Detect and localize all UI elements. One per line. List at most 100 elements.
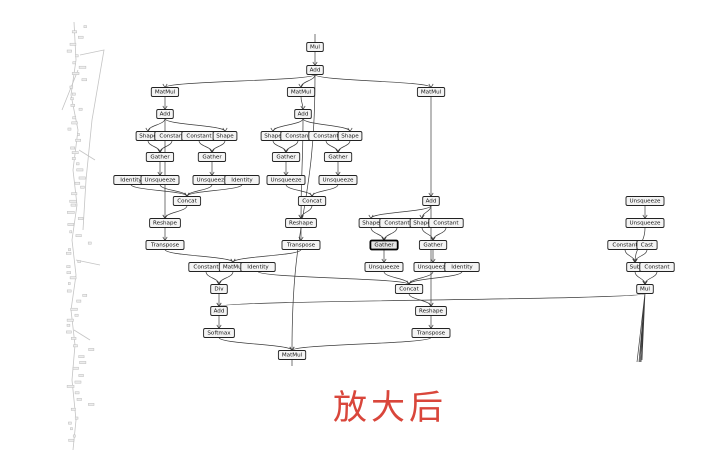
edge-line [314,74,432,88]
node-label: Reshape [289,220,314,226]
node-box [625,196,665,206]
graph-node-unsqueeze[interactable]: Unsqueeze [266,175,306,185]
minimap-node [88,348,95,351]
minimap-node [74,380,82,384]
graph-node-unsqueeze[interactable]: Unsqueeze [625,196,665,206]
graph-node-identity[interactable]: Identity [113,175,149,185]
minimap-node [74,313,79,317]
graph-node-cast[interactable]: Cast [636,240,658,250]
edge-line [644,271,658,285]
graph-node-identity[interactable]: Identity [240,262,276,272]
edge-line [218,271,234,285]
graph-node-matmul[interactable]: MatMul [277,350,307,360]
graph-node-shape[interactable]: Shape [135,131,161,141]
node-label: Identity [451,264,473,270]
graph-node-add[interactable]: Add [210,306,228,316]
graph-node-constant[interactable]: Constant [639,262,675,272]
minimap-node [68,421,72,425]
minimap-node [76,299,82,303]
graph-node-add[interactable]: Add [156,109,174,119]
node-label: Transpose [150,242,180,248]
node-label: Gather [276,154,296,160]
graph-node-unsqueeze[interactable]: Unsqueeze [140,175,180,185]
graph-minimap[interactable] [61,21,105,451]
node-label: Concat [302,198,322,204]
graph-node-matmul[interactable]: MatMul [416,87,446,97]
graph-node-identity[interactable]: Identity [224,175,260,185]
minimap-node [71,337,77,340]
node-box [297,196,327,206]
graph-node-unsqueeze[interactable]: Unsqueeze [364,262,404,272]
graph-node-add[interactable]: Add [294,109,312,119]
graph-node-identity[interactable]: Identity [444,262,480,272]
edge-line [218,293,646,307]
graph-edges [130,51,658,352]
graph-node-gather[interactable]: Gather [271,152,301,162]
node-label: Constant [384,220,410,226]
graph-node-gather[interactable]: Gather [418,240,448,250]
node-label: Shape [139,133,157,139]
minimap-node [78,176,86,180]
graph-node-mul[interactable]: Mul [306,42,324,52]
graph-node-gather[interactable]: Gather [197,152,227,162]
graph-node-transpose[interactable]: Transpose [145,240,185,250]
minimap-node [66,330,72,334]
graph-node-shape[interactable]: Shape [358,218,384,228]
minimap-node [78,35,84,39]
minimap-node [70,407,76,411]
graph-node-concat[interactable]: Concat [297,196,327,206]
graph-node-matmul[interactable]: MatMul [150,87,180,97]
graph-node-constant[interactable]: Constant [188,262,224,272]
graph-node-reshape[interactable]: Reshape [285,218,317,228]
minimap-node [87,241,92,245]
edge-line [198,140,213,153]
edge-line [624,249,636,263]
minimap-node [70,427,73,431]
node-box [318,175,358,185]
graph-node-add[interactable]: Add [422,196,440,206]
node-label: MatMul [155,89,176,95]
graph-node-gather[interactable]: Gather [323,152,353,162]
graph-node-unsqueeze[interactable]: Unsqueeze [318,175,358,185]
minimap-node [75,234,82,237]
node-label: Shape [341,133,359,139]
minimap-node [72,434,76,438]
node-label: Add [214,308,225,314]
edge-line [383,227,398,241]
edge-line [232,249,302,263]
graph-node-shape[interactable]: Shape [337,131,363,141]
graph-node-transpose[interactable]: Transpose [411,328,451,338]
node-label: Constant [159,133,185,139]
node-label: Unsqueeze [418,264,449,270]
graph-node-mul[interactable]: Mul [636,284,654,294]
edge-offscreen-bundle [636,292,646,363]
caption-zoomed-in: 放大后 [333,388,447,428]
graph-node-concat[interactable]: Concat [394,284,424,294]
graph-node-gather[interactable]: Gather [369,239,399,251]
edge-line [337,140,351,153]
graph-node-shape[interactable]: Shape [212,131,238,141]
graph-node-concat[interactable]: Concat [172,196,202,206]
graph-node-constant[interactable]: Constant [428,218,464,228]
graph-node-matmul[interactable]: MatMul [286,87,316,97]
graph-node-softmax[interactable]: Softmax [203,328,235,338]
edge-line [164,249,234,263]
graph-node-transpose[interactable]: Transpose [281,240,321,250]
graph-node-gather[interactable]: Gather [145,152,175,162]
node-box [240,262,276,272]
graph-node-reshape[interactable]: Reshape [149,218,181,228]
graph-node-unsqueeze[interactable]: Unsqueeze [625,218,665,228]
graph-node-reshape[interactable]: Reshape [415,306,447,316]
minimap-node [78,107,83,111]
node-label: Shape [413,220,431,226]
edge-line [408,271,463,285]
minimap-node [75,54,79,58]
edge-line [634,249,648,263]
graph-node-constant[interactable]: Constant [379,218,415,228]
graph-node-div[interactable]: Div [210,284,228,294]
node-label: Unsqueeze [630,220,661,226]
graph-node-constant[interactable]: Constant [181,131,217,141]
graph-node-add[interactable]: Add [306,65,324,75]
